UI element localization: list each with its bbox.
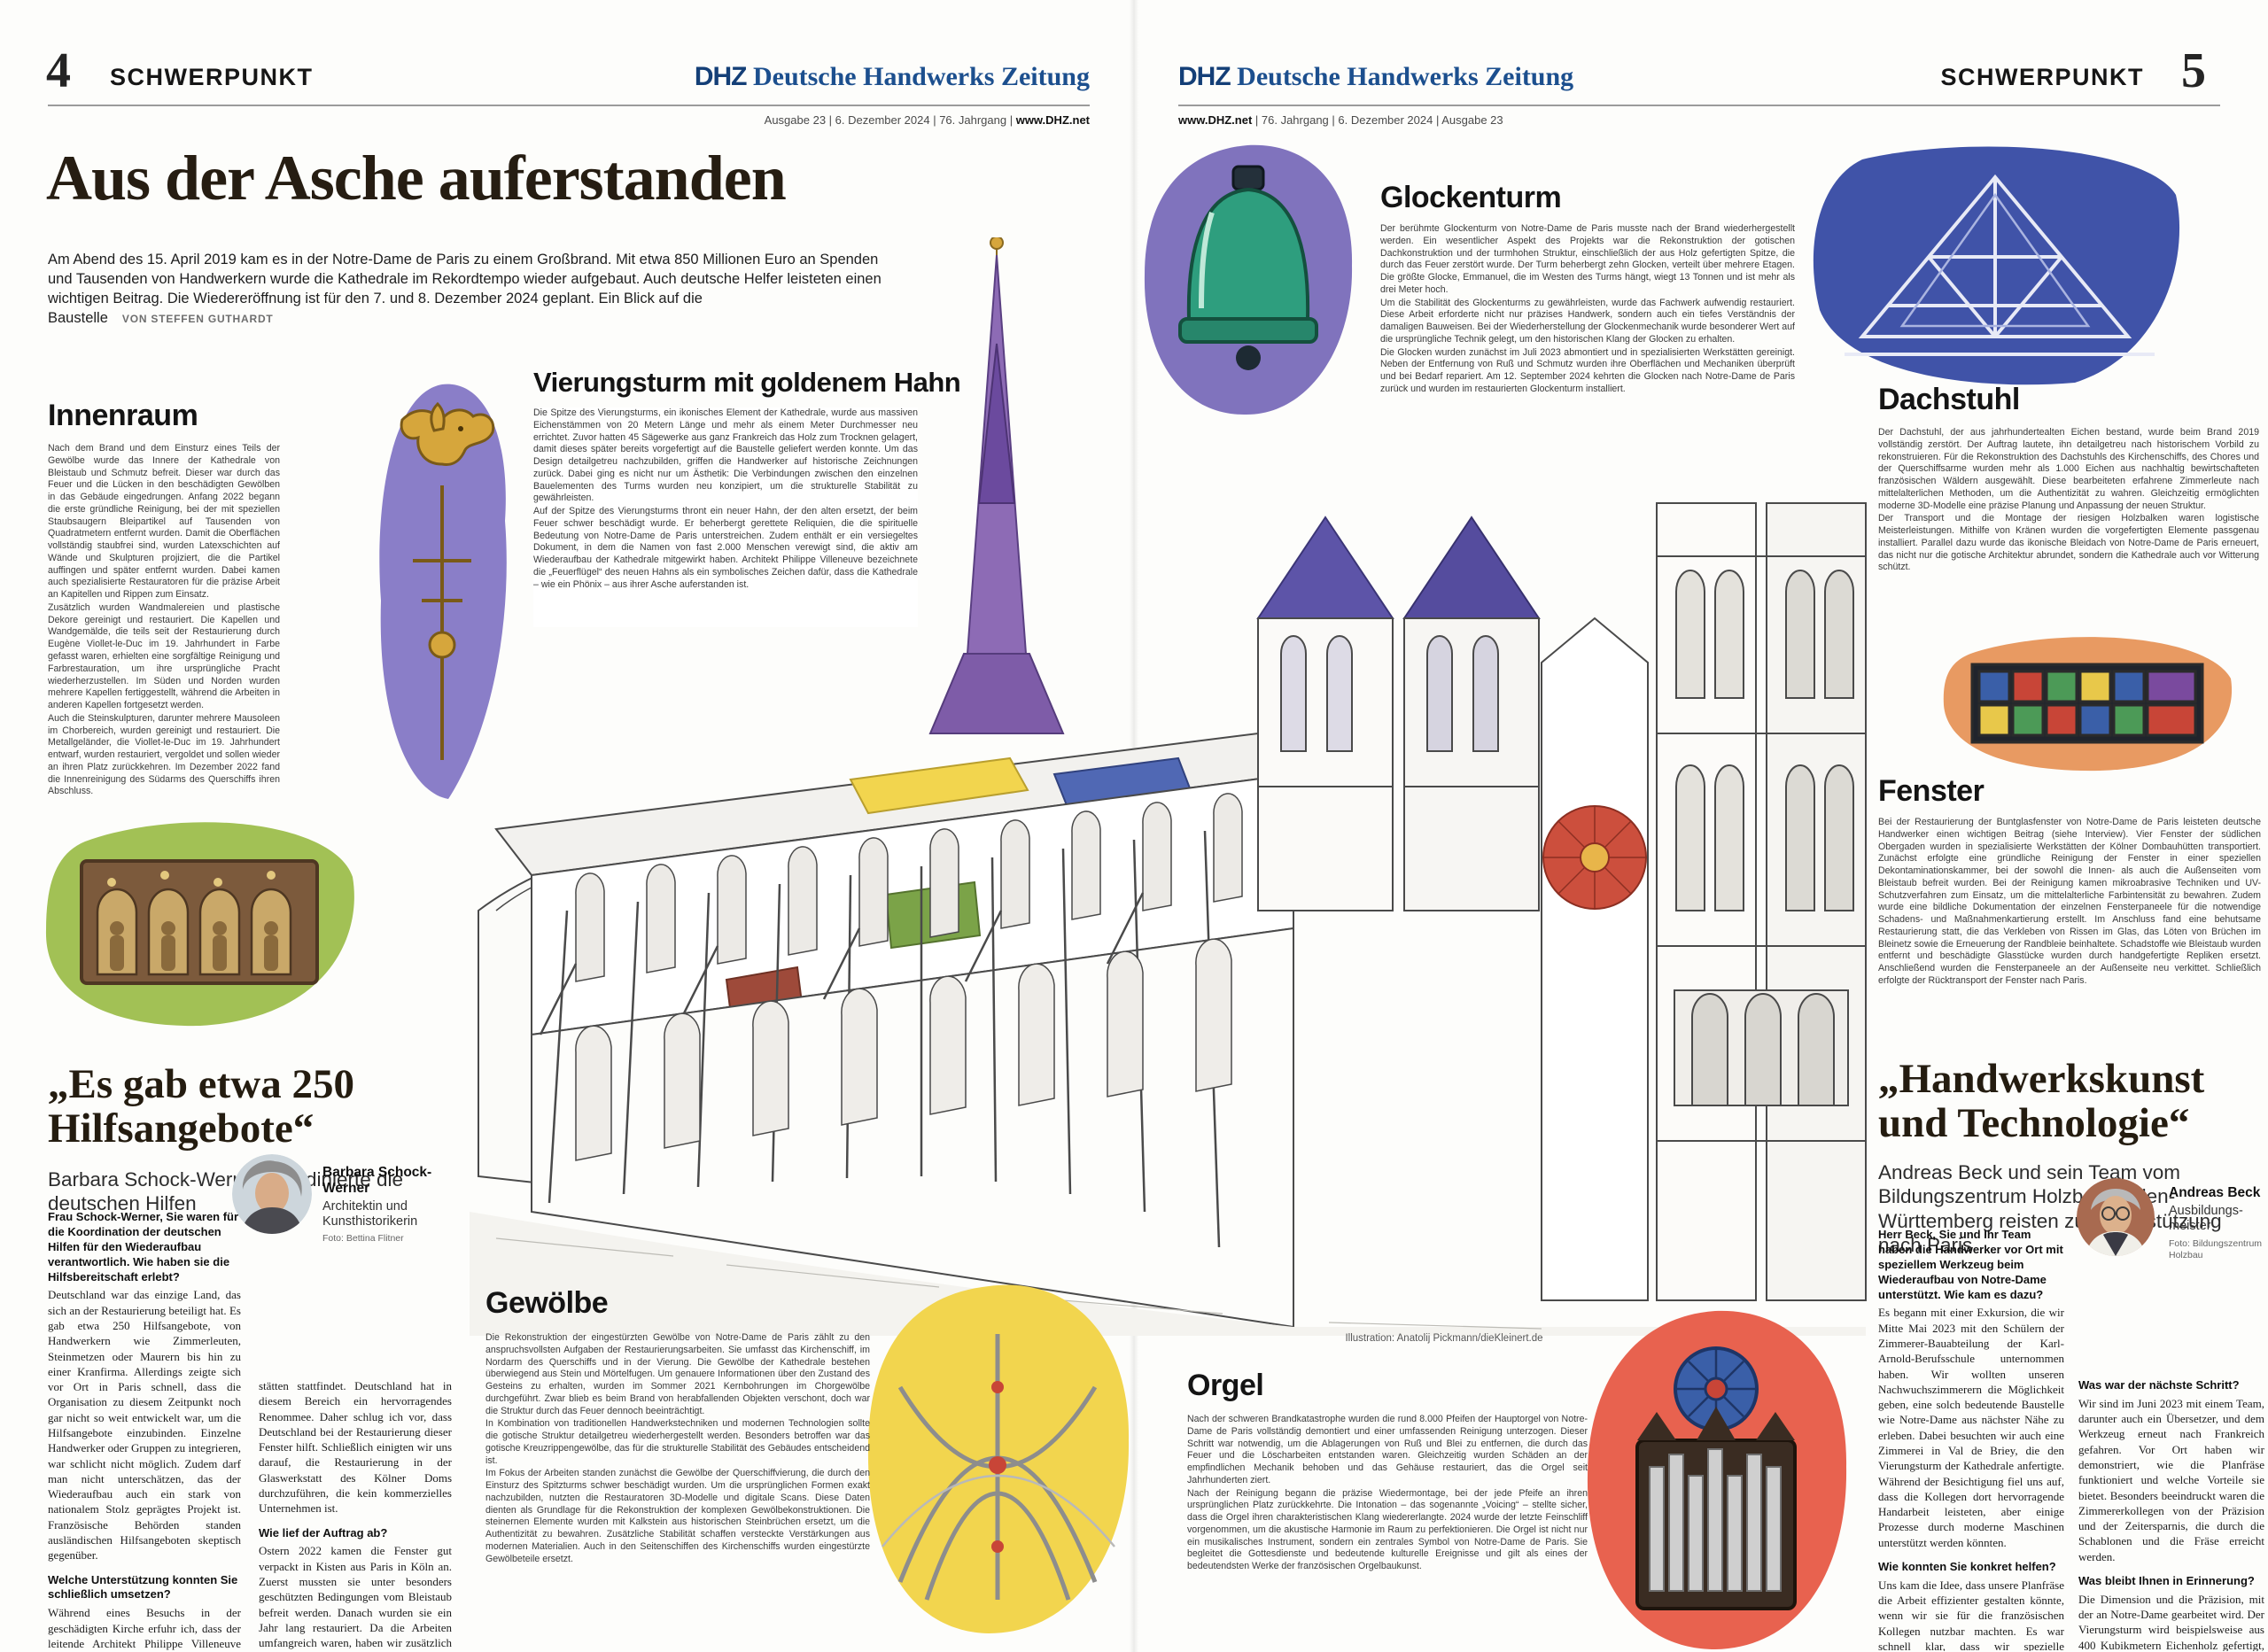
- section-body-orgel: Nach der schweren Brandkatastrophe wurde…: [1187, 1414, 1588, 1572]
- interview-answer: Uns kam die Idee, dass unsere Planfräse …: [1878, 1578, 2064, 1651]
- masthead-right: DHZ Deutsche Handwerks Zeitung: [1178, 62, 1574, 91]
- main-headline: Aus der Asche auferstanden: [46, 143, 787, 213]
- organ-illustration: [1582, 1307, 1850, 1651]
- interview-left-title: „Es gab etwa 250 Hilfsangebote“: [48, 1061, 354, 1152]
- interview-question: Welche Unterstützung konnten Sie schließ…: [48, 1572, 238, 1602]
- interview-right-col2: Was war der nächste Schritt? Wir sind im …: [2078, 1378, 2264, 1651]
- header-rule-right: [1178, 105, 2220, 106]
- section-body-innenraum: Nach dem Brand und dem Einsturz eines Te…: [48, 443, 280, 797]
- interview-left-subtitle: Barbara Schock-Werner koordinierte die d…: [48, 1168, 404, 1215]
- dateline-left: Ausgabe 23 | 6. Dezember 2024 | 76. Jahr…: [764, 113, 1090, 127]
- interview-left-col2: stätten stattfindet. Deutschland hat in …: [259, 1378, 452, 1651]
- page-number-right: 5: [2181, 43, 2206, 98]
- interview-answer: Die Dimension und die Präzision, mit der…: [2078, 1592, 2264, 1651]
- portrait-role: Ausbildungs­meister: [2169, 1203, 2243, 1234]
- section-label-right: SCHWERPUNKT: [1940, 64, 2144, 90]
- interview-left-col1: Frau Schock-Werner, Sie waren für die Ko…: [48, 1210, 241, 1651]
- roof-truss-illustration: [1809, 142, 2183, 388]
- section-body-fenster: Bei der Restaurierung der Buntglasfenste…: [1878, 817, 2261, 986]
- stone-relief-illustration: [41, 815, 358, 1029]
- portrait-credit: Foto: Bettina Flitner: [322, 1233, 404, 1245]
- section-title-fenster: Fenster: [1878, 774, 1984, 808]
- dhz-logo: DHZ: [694, 62, 748, 91]
- interview-answer: Während eines Besuchs in der geschädigte…: [48, 1606, 241, 1650]
- section-title-innenraum: Innenraum: [48, 399, 198, 432]
- rooster-illustration: [372, 379, 512, 803]
- portrait-name: Andreas Beck: [2169, 1185, 2261, 1200]
- byline: VON STEFFEN GUTHARDT: [121, 313, 274, 326]
- section-body-dachstuhl: Der Dachstuhl, der aus jahrhundertealten…: [1878, 427, 2259, 573]
- interview-question: Was war der nächste Schritt?: [2078, 1378, 2240, 1392]
- interview-answer: Es begann mit einer Exkursion, die wir M…: [1878, 1306, 2064, 1549]
- dateline-right: www.DHZ.net | 76. Jahrgang | 6. Dezember…: [1178, 113, 1503, 127]
- section-title-dachstuhl: Dachstuhl: [1878, 383, 2020, 416]
- interview-question: Frau Schock-Werner, Sie waren für die Ko…: [48, 1210, 239, 1284]
- section-body-gewoelbe: Die Rekonstruktion der eingestürzten Gew…: [485, 1332, 870, 1564]
- lead-intro: Am Abend des 15. April 2019 kam es in de…: [48, 252, 882, 327]
- interview-question: Herr Beck, Sie und Ihr Team haben die Ha…: [1878, 1228, 2063, 1301]
- portrait-name: Barbara Schock-Werner: [322, 1165, 432, 1196]
- masthead-left: DHZ Deutsche Handwerks Zeitung: [694, 62, 1090, 91]
- portrait-role: Architektin und Kunsthistorikerin: [322, 1198, 418, 1229]
- interview-question: Wie konnten Sie konkret helfen?: [1878, 1559, 2056, 1573]
- vault-illustration: [865, 1281, 1132, 1637]
- stained-glass-illustration: [1940, 634, 2234, 772]
- portrait-right-caption: Andreas Beck Ausbildungs­meister Foto: B…: [2169, 1185, 2266, 1261]
- page-number-left: 4: [46, 43, 71, 98]
- interview-question: Was bleibt Ihnen in Erinnerung?: [2078, 1573, 2255, 1587]
- cathedral-illustration: [443, 236, 1878, 1340]
- interview-right-col1: Herr Beck, Sie und Ihr Team haben die Ha…: [1878, 1228, 2064, 1651]
- interview-right-title: „Handwerkskunst und Technologie“: [1878, 1056, 2205, 1146]
- portrait-left-caption: Barbara Schock-Werner Architektin und Ku…: [322, 1165, 464, 1245]
- section-title-gewoelbe: Gewölbe: [485, 1286, 609, 1320]
- interview-answer: Ostern 2022 kamen die Fenster gut verpac…: [259, 1544, 452, 1650]
- section-title-vierungsturm: Vierungsturm mit goldenem Hahn: [533, 367, 961, 398]
- section-label-left: SCHWERPUNKT: [110, 64, 314, 90]
- portrait-credit: Foto: Bildungszentrum Holzbau: [2169, 1237, 2263, 1260]
- section-title-orgel: Orgel: [1187, 1369, 1264, 1402]
- interview-answer: Deutschland war das einzige Land, das si…: [48, 1288, 241, 1563]
- header-rule-left: [48, 105, 1090, 106]
- interview-answer: stätten stattfindet. Deutschland hat in …: [259, 1379, 452, 1516]
- section-body-glockenturm: Der berühmte Glockenturm von Notre-Dame …: [1380, 223, 1795, 394]
- interview-answer: Wir sind im Juni 2023 mit einem Team, da…: [2078, 1396, 2264, 1563]
- section-title-glockenturm: Glockenturm: [1380, 181, 1562, 214]
- dhz-logo: DHZ: [1178, 62, 1231, 91]
- portrait-barbara-schock-werner: [232, 1154, 312, 1234]
- interview-question: Wie lief der Auftrag ab?: [259, 1525, 388, 1540]
- interview-right-subtitle: Andreas Beck und sein Team vom Bildungsz…: [1878, 1161, 2222, 1257]
- portrait-andreas-beck: [2077, 1178, 2155, 1256]
- bell-illustration: [1141, 142, 1355, 418]
- illustration-credit: Illustration: Anatolij Pickmann/dieKlein…: [1345, 1333, 1543, 1344]
- section-body-vierungsturm: Die Spitze des Vierungsturms, ein ikonis…: [533, 407, 918, 627]
